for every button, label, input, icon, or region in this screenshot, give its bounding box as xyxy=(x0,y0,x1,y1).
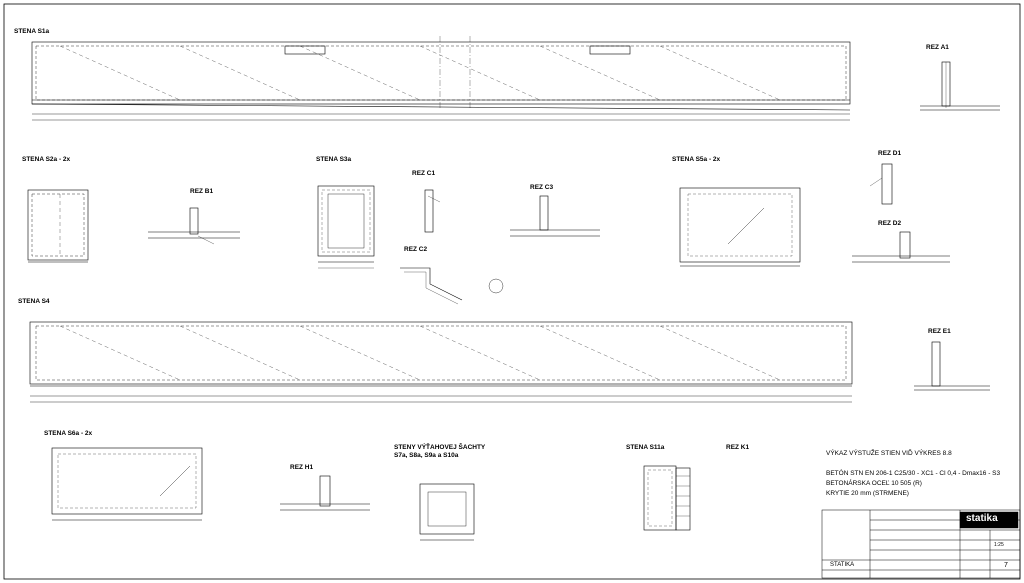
title-stena-s4: STENA S4 xyxy=(18,298,50,305)
title-block-brand: statika xyxy=(966,513,998,524)
title-rez-e1: REZ E1 xyxy=(928,328,951,335)
note-vykaz: VÝKAZ VÝSTUŽE STIEN VIĎ VÝKRES 8.8 xyxy=(826,450,952,457)
note-beton: BETÓN STN EN 206-1 C25/30 - XC1 - Cl 0,4… xyxy=(826,470,1001,477)
title-block-section: STATIKA xyxy=(830,562,855,568)
title-block xyxy=(821,509,1021,579)
section-c1 xyxy=(424,189,441,233)
note-ocel: BETONÁRSKA OCEĽ 10 505 (R) xyxy=(826,480,922,487)
title-rez-h1: REZ H1 xyxy=(290,464,314,471)
section-c3 xyxy=(510,195,600,237)
section-e1 xyxy=(914,341,990,391)
section-k1 xyxy=(675,467,691,531)
title-rez-k1: REZ K1 xyxy=(726,444,750,451)
section-d1 xyxy=(869,163,893,205)
wall-elevation-s3a xyxy=(317,185,375,269)
wall-elevation-s5a xyxy=(679,187,801,267)
title-stena-s5a: STENA S5a - 2x xyxy=(672,156,721,163)
note-kryt: KRYTIE 20 mm (STRMENE) xyxy=(826,490,909,497)
wall-elevation-s6a xyxy=(51,447,203,521)
section-h1 xyxy=(280,475,370,511)
title-rez-c3: REZ C3 xyxy=(530,184,554,191)
wall-elevation-s2a xyxy=(27,189,89,263)
section-b1 xyxy=(148,207,240,245)
title-stena-s6a: STENA S6a - 2x xyxy=(44,430,93,437)
subtitle-steny-vytahovej-sachty: S7a, S8a, S9a a S10a xyxy=(394,452,459,459)
elevator-shaft-walls xyxy=(419,483,475,541)
title-steny-vytahovej-sachty: STENY VÝŤAHOVEJ ŠACHTY xyxy=(394,444,486,451)
title-rez-c2: REZ C2 xyxy=(404,246,428,253)
title-stena-s2a: STENA S2a - 2x xyxy=(22,156,71,163)
title-rez-d2: REZ D2 xyxy=(878,220,902,227)
title-rez-c1: REZ C1 xyxy=(412,170,436,177)
wall-elevation-s11a xyxy=(643,465,677,531)
title-block-scale: 1:25 xyxy=(994,542,1004,548)
title-stena-s11a: STENA S11a xyxy=(626,444,665,451)
wall-elevation-s1a xyxy=(31,36,851,111)
title-block-sheet-no: 7 xyxy=(1004,562,1008,569)
title-rez-d1: REZ D1 xyxy=(878,150,902,157)
wall-elevation-s4 xyxy=(29,321,853,403)
section-c2 xyxy=(400,267,504,305)
section-d2 xyxy=(852,231,950,263)
sheet-border xyxy=(3,3,1021,580)
title-stena-s3a: STENA S3a xyxy=(316,156,352,163)
title-stena-s1a: STENA S1a xyxy=(14,28,50,35)
title-rez-a1: REZ A1 xyxy=(926,44,949,51)
section-a1 xyxy=(920,61,1000,111)
dimension-line-s1a xyxy=(32,113,850,121)
title-rez-b1: REZ B1 xyxy=(190,188,214,195)
